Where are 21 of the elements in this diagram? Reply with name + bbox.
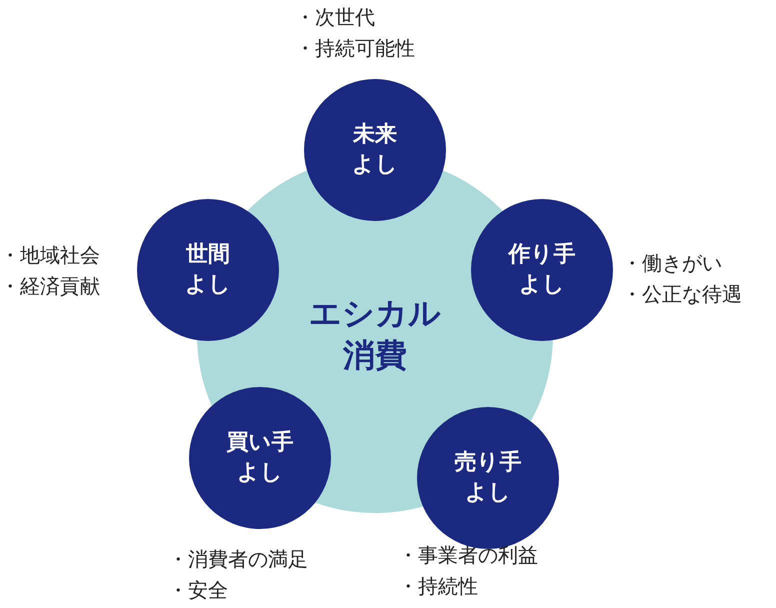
bullet-text: ・働きがい [622,250,723,277]
bullet-text: ・次世代 [295,4,376,31]
bullet-text: ・経済貢献 [0,273,101,300]
circle-label: 作り手 [508,241,576,270]
circle-label: よし [237,459,283,487]
circle-label: よし [352,151,398,179]
bullet-text: ・公正な待遇 [622,281,743,308]
bullet-text: ・持続可能性 [295,35,416,62]
bullet-text: ・持続性 [398,573,479,600]
circle-label: よし [465,479,511,507]
bullet-text: ・事業者の利益 [398,542,539,569]
bullet-text: ・地域社会 [0,242,101,269]
circle-label: 売り手 [454,449,522,478]
circle-label: 未来 [353,121,397,150]
bullet-text: ・消費者の満足 [168,546,309,573]
circle-label: よし [185,271,231,299]
circle-label: よし [519,271,565,299]
bullet-text: ・安全 [168,577,229,604]
center-label: エシカル消費 [308,293,442,376]
circle-label: 買い手 [226,429,294,458]
circle-label: 世間 [186,241,230,270]
